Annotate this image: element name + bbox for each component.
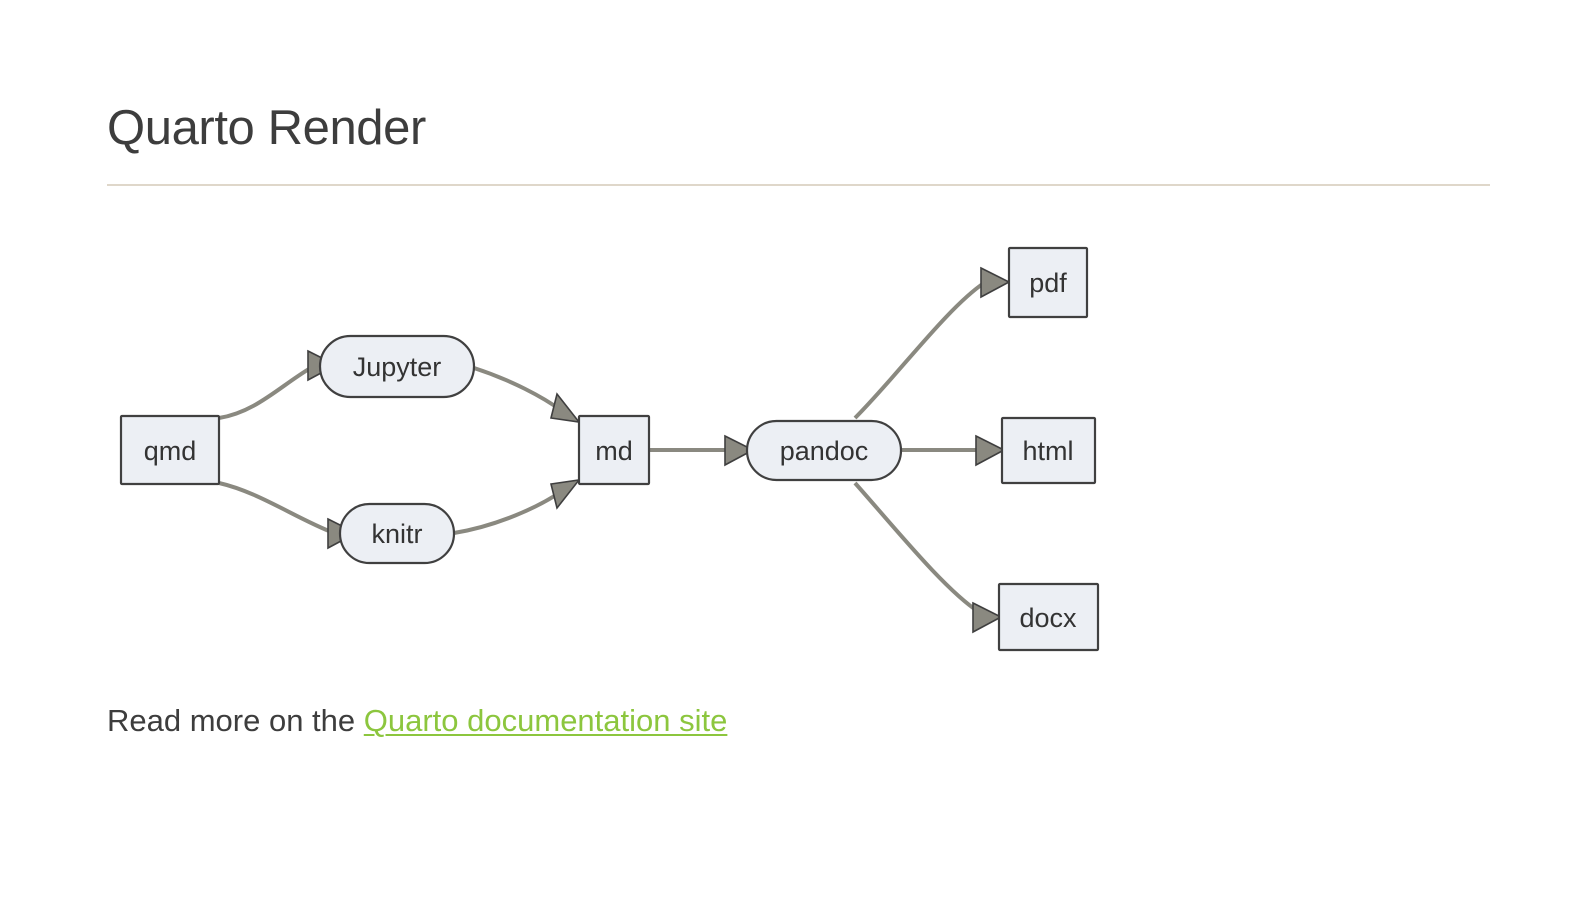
node-jupyter[interactable]: Jupyter bbox=[318, 334, 476, 399]
node-pandoc-label: pandoc bbox=[780, 436, 869, 466]
read-more-paragraph: Read more on the Quarto documentation si… bbox=[107, 699, 727, 742]
node-jupyter-label: Jupyter bbox=[353, 352, 442, 382]
node-knitr-label: knitr bbox=[371, 519, 422, 549]
edge-pandoc-to-pdf bbox=[853, 266, 1011, 420]
node-html[interactable]: html bbox=[1000, 416, 1097, 485]
edge-qmd-to-knitr bbox=[218, 481, 358, 550]
quarto-render-flowchart: qmd Jupyter knitr md pandoc bbox=[107, 226, 1167, 656]
node-md-label: md bbox=[595, 436, 633, 466]
node-html-shape[interactable] bbox=[1000, 416, 1097, 485]
quarto-documentation-link[interactable]: Quarto documentation site bbox=[363, 703, 728, 738]
edge-knitr-to-md bbox=[453, 478, 581, 535]
title-block: Quarto Render bbox=[107, 100, 1490, 187]
node-docx-label: docx bbox=[1019, 603, 1077, 633]
node-html-label: html bbox=[1022, 436, 1073, 466]
node-pdf-label: pdf bbox=[1029, 268, 1067, 298]
node-md[interactable]: md bbox=[577, 414, 651, 486]
edge-md-to-pandoc bbox=[649, 434, 755, 467]
node-qmd[interactable]: qmd bbox=[119, 414, 221, 486]
node-knitr[interactable]: knitr bbox=[338, 502, 456, 565]
node-docx-shape[interactable] bbox=[997, 582, 1100, 652]
node-pandoc[interactable]: pandoc bbox=[745, 419, 903, 482]
node-jupyter-shape[interactable] bbox=[318, 334, 476, 399]
page-title: Quarto Render bbox=[107, 101, 426, 155]
node-docx[interactable]: docx bbox=[997, 582, 1100, 652]
flowchart-canvas: qmd Jupyter knitr md pandoc bbox=[119, 246, 1100, 652]
edge-jupyter-to-md bbox=[473, 366, 581, 424]
node-pdf-shape[interactable] bbox=[1007, 246, 1089, 319]
node-knitr-shape[interactable] bbox=[338, 502, 456, 565]
edge-pandoc-to-html bbox=[901, 434, 1006, 467]
edge-qmd-to-jupyter bbox=[218, 349, 338, 420]
node-md-shape[interactable] bbox=[577, 414, 651, 486]
read-more-lead-text: Read more on the bbox=[107, 703, 364, 738]
edge-pandoc-to-docx bbox=[853, 481, 1003, 634]
node-qmd-label: qmd bbox=[144, 436, 197, 466]
node-pandoc-shape[interactable] bbox=[745, 419, 903, 482]
node-qmd-shape[interactable] bbox=[119, 414, 221, 486]
title-divider bbox=[107, 184, 1490, 187]
node-pdf[interactable]: pdf bbox=[1007, 246, 1089, 319]
